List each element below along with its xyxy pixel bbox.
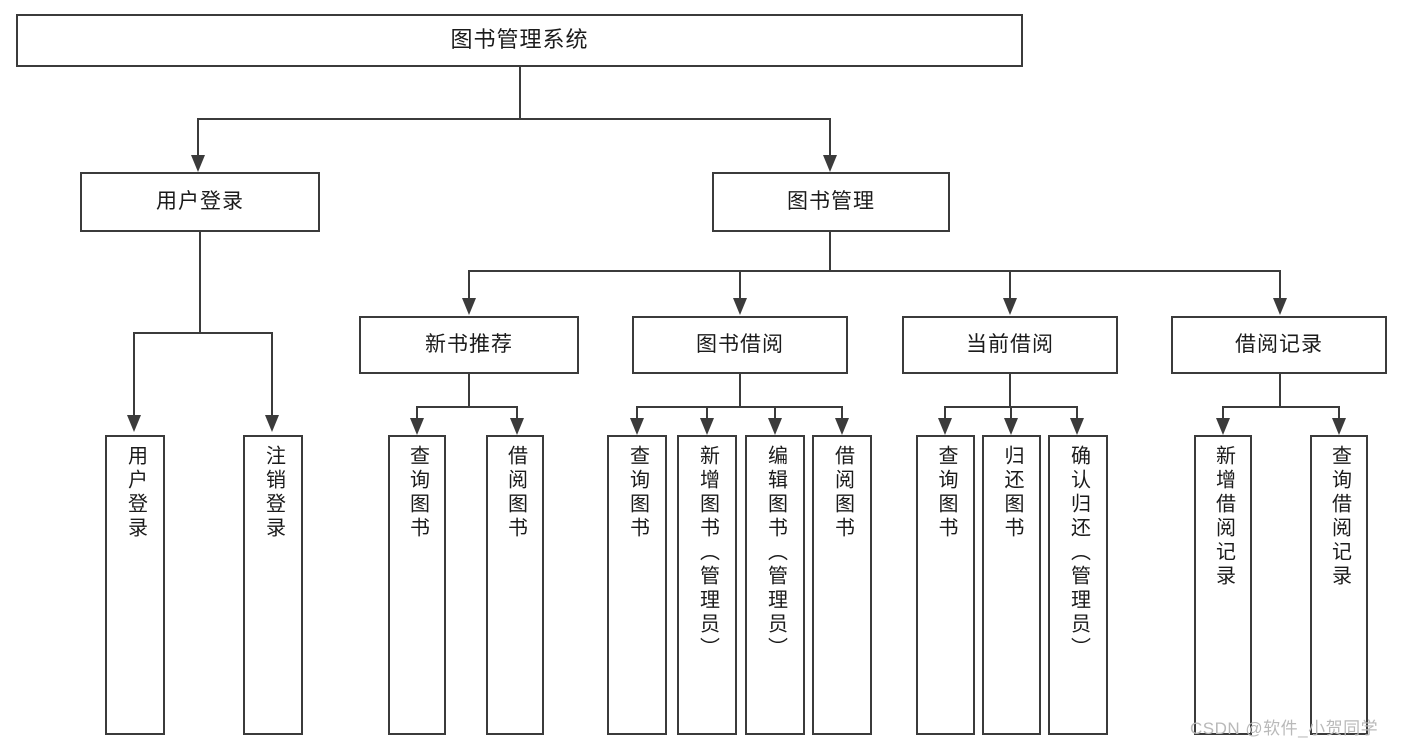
- arrow-book-manage-to-borrow-record: [1273, 298, 1287, 315]
- arrow-borrow-record-to-query-record: [1332, 418, 1346, 435]
- connector-root-to-user-login: [197, 118, 199, 158]
- node-borrow-record[interactable]: 借阅记录: [1171, 316, 1387, 374]
- node-leaf-query-book-current[interactable]: 查询图书: [916, 435, 975, 735]
- connector-new-book-rec-bus: [416, 406, 518, 408]
- arrow-new-book-rec-to-borrow-book: [510, 418, 524, 435]
- node-label: 查询图书: [935, 445, 957, 541]
- arrow-user-login-to-leaf-login: [127, 415, 141, 432]
- connector-new-book-rec-to-borrow-book: [516, 406, 518, 424]
- connector-book-borrow-bus: [636, 406, 843, 408]
- connector-borrow-record-bus: [1222, 406, 1340, 408]
- connector-borrow-record-to-query-record: [1338, 406, 1340, 424]
- node-new-book-recommend[interactable]: 新书推荐: [359, 316, 579, 374]
- node-label: 用户登录: [156, 190, 244, 214]
- node-label: 新增借阅记录: [1212, 445, 1235, 589]
- node-leaf-query-book-rec[interactable]: 查询图书: [388, 435, 446, 735]
- connector-borrow-record-stem: [1279, 374, 1281, 407]
- connector-current-borrow-to-query-book: [944, 406, 946, 424]
- connector-root-to-book-manage: [829, 118, 831, 158]
- connector-root-stem: [519, 67, 521, 119]
- connector-user-login-bus: [133, 332, 273, 334]
- arrow-current-borrow-to-query-book: [938, 418, 952, 435]
- node-leaf-confirm-return[interactable]: 确认归还（管理员）: [1048, 435, 1108, 735]
- connector-book-borrow-to-borrow-book: [841, 406, 843, 424]
- arrow-book-manage-to-current-borrow: [1003, 298, 1017, 315]
- node-label: 编辑图书（管理员）: [764, 445, 787, 661]
- connector-book-borrow-to-add-book: [706, 406, 708, 424]
- connector-current-borrow-stem: [1009, 374, 1011, 407]
- node-label: 查询图书: [626, 445, 649, 541]
- connector-book-manage-bus: [468, 270, 1281, 272]
- node-label: 确认归还（管理员）: [1067, 445, 1090, 661]
- node-label: 新增图书（管理员）: [696, 445, 719, 661]
- node-leaf-return-book[interactable]: 归还图书: [982, 435, 1041, 735]
- node-book-manage[interactable]: 图书管理: [712, 172, 950, 232]
- node-leaf-edit-book[interactable]: 编辑图书（管理员）: [745, 435, 805, 735]
- connector-book-borrow-stem: [739, 374, 741, 407]
- node-label: 用户登录: [124, 445, 147, 541]
- connector-book-manage-stem: [829, 232, 831, 272]
- arrow-book-borrow-to-edit-book: [768, 418, 782, 435]
- node-label: 归还图书: [1001, 445, 1023, 541]
- node-label: 图书管理: [787, 190, 875, 214]
- connector-root-bus: [197, 118, 831, 120]
- connector-user-login-to-leaf-logout: [271, 332, 273, 417]
- connector-new-book-rec-stem: [468, 374, 470, 407]
- node-label: 借阅记录: [1235, 333, 1323, 357]
- arrow-current-borrow-to-return-book: [1004, 418, 1018, 435]
- connector-book-manage-to-new-book-rec: [468, 270, 470, 300]
- connector-book-borrow-to-query-book: [636, 406, 638, 424]
- node-label: 注销登录: [262, 445, 285, 541]
- arrow-book-borrow-to-query-book: [630, 418, 644, 435]
- arrow-borrow-record-to-add-record: [1216, 418, 1230, 435]
- csdn-watermark: CSDN @软件_小贺同学: [1190, 719, 1379, 738]
- node-leaf-query-book-borrow[interactable]: 查询图书: [607, 435, 667, 735]
- connector-new-book-rec-to-query-book: [416, 406, 418, 424]
- arrow-new-book-rec-to-query-book: [410, 418, 424, 435]
- node-label: 查询图书: [406, 445, 429, 541]
- connector-book-manage-to-borrow-record: [1279, 270, 1281, 300]
- arrow-book-manage-to-book-borrow: [733, 298, 747, 315]
- connector-book-manage-to-current-borrow: [1009, 270, 1011, 300]
- node-label: 图书借阅: [696, 333, 784, 357]
- node-book-borrow[interactable]: 图书借阅: [632, 316, 848, 374]
- arrow-book-manage-to-new-book-rec: [462, 298, 476, 315]
- node-label: 新书推荐: [425, 333, 513, 357]
- node-root-system[interactable]: 图书管理系统: [16, 14, 1023, 67]
- node-label: 图书管理系统: [450, 27, 589, 53]
- connector-borrow-record-to-add-record: [1222, 406, 1224, 424]
- node-leaf-query-borrow-record[interactable]: 查询借阅记录: [1310, 435, 1368, 735]
- arrow-book-borrow-to-add-book: [700, 418, 714, 435]
- node-user-login[interactable]: 用户登录: [80, 172, 320, 232]
- node-leaf-user-logout[interactable]: 注销登录: [243, 435, 303, 735]
- connector-current-borrow-to-return-book: [1010, 406, 1012, 424]
- arrow-book-borrow-to-borrow-book: [835, 418, 849, 435]
- node-leaf-user-login[interactable]: 用户登录: [105, 435, 165, 735]
- arrow-root-to-user-login: [191, 155, 205, 172]
- node-leaf-add-book[interactable]: 新增图书（管理员）: [677, 435, 737, 735]
- node-label: 借阅图书: [504, 445, 527, 541]
- node-leaf-borrow-book[interactable]: 借阅图书: [812, 435, 872, 735]
- connector-user-login-stem: [199, 232, 201, 333]
- node-leaf-borrow-book-rec[interactable]: 借阅图书: [486, 435, 544, 735]
- node-label: 当前借阅: [966, 333, 1054, 357]
- arrow-current-borrow-to-confirm-return: [1070, 418, 1084, 435]
- connector-user-login-to-leaf-login: [133, 332, 135, 417]
- node-label: 借阅图书: [831, 445, 854, 541]
- node-label: 查询借阅记录: [1328, 445, 1351, 589]
- arrow-user-login-to-leaf-logout: [265, 415, 279, 432]
- arrow-root-to-book-manage: [823, 155, 837, 172]
- connector-book-borrow-to-edit-book: [774, 406, 776, 424]
- node-current-borrow[interactable]: 当前借阅: [902, 316, 1118, 374]
- connector-book-manage-to-book-borrow: [739, 270, 741, 300]
- connector-current-borrow-to-confirm-return: [1076, 406, 1078, 424]
- node-leaf-add-borrow-record[interactable]: 新增借阅记录: [1194, 435, 1252, 735]
